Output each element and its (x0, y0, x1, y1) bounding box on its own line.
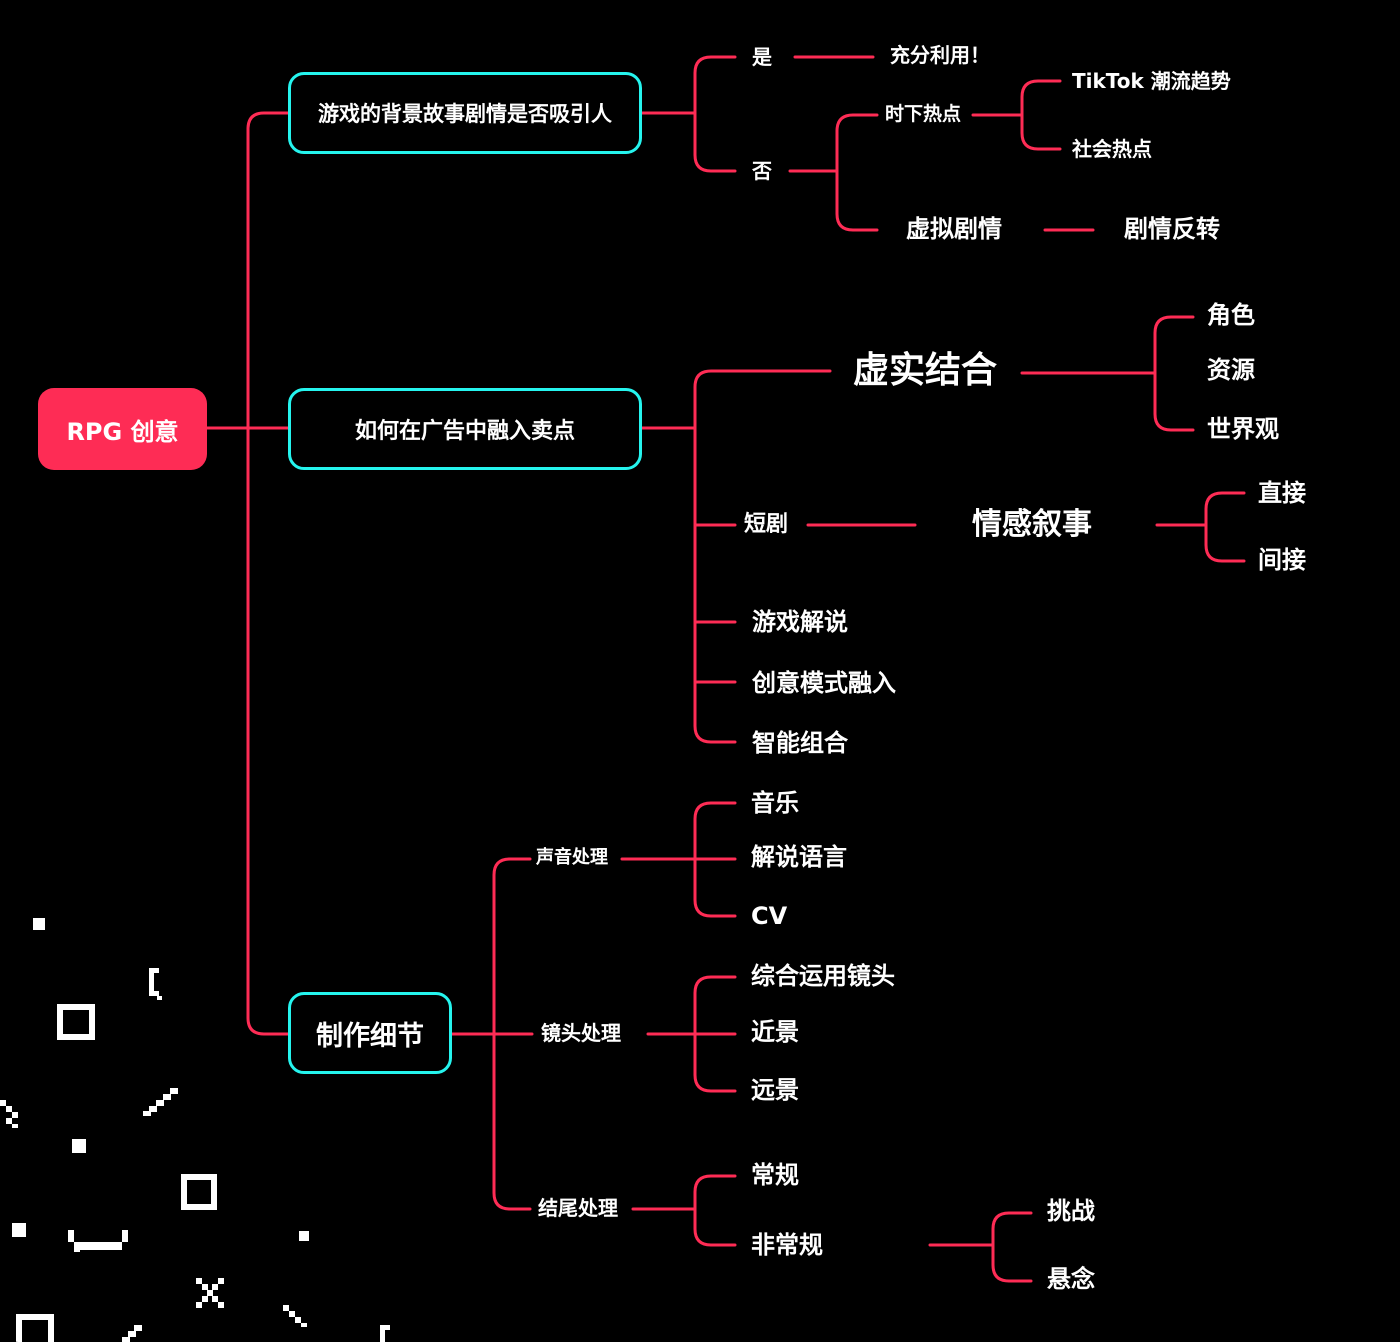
node-close-shot[interactable]: 近景 (751, 1018, 799, 1046)
node-yes[interactable]: 是 (752, 45, 772, 69)
root-node[interactable]: RPG 创意 (38, 388, 207, 470)
node-current-hotspots[interactable]: 时下热点 (885, 103, 962, 125)
node-short-drama[interactable]: 短剧 (744, 512, 789, 537)
node-emotional-narrative[interactable]: 情感叙事 (972, 507, 1092, 542)
node-resources[interactable]: 资源 (1207, 356, 1255, 384)
node-suspense[interactable]: 悬念 (1047, 1265, 1095, 1293)
connector-b1-fork (693, 55, 737, 173)
node-virtual-plot[interactable]: 虚拟剧情 (906, 215, 1002, 243)
branch-selling-point-node[interactable]: 如何在广告中融入卖点 (288, 388, 642, 470)
branch-story-node[interactable]: 游戏的背景故事剧情是否吸引人 (288, 72, 642, 154)
node-worldview[interactable]: 世界观 (1207, 415, 1279, 443)
node-music[interactable]: 音乐 (751, 789, 799, 817)
node-narration[interactable]: 解说语言 (751, 843, 847, 871)
connector-ending-fork (693, 1174, 737, 1247)
node-unconventional[interactable]: 非常规 (751, 1231, 823, 1259)
connector-b2-fork (693, 369, 737, 744)
connector-trunk (246, 111, 290, 1036)
node-camera[interactable]: 镜头处理 (541, 1021, 621, 1045)
node-make-full-use[interactable]: 充分利用！ (890, 43, 990, 67)
node-challenge[interactable]: 挑战 (1047, 1197, 1095, 1225)
connector-hot-fork (1020, 79, 1062, 151)
connector-unusual-fork (991, 1211, 1033, 1283)
node-cv[interactable]: CV (751, 902, 788, 930)
node-game-commentary[interactable]: 游戏解说 (752, 608, 848, 636)
node-plot-twist[interactable]: 剧情反转 (1124, 215, 1220, 243)
node-direct[interactable]: 直接 (1258, 479, 1306, 507)
node-sound[interactable]: 声音处理 (536, 847, 608, 868)
node-tiktok-trends[interactable]: TikTok 潮流趋势 (1072, 69, 1231, 93)
pixel-decoration-icon (0, 918, 390, 1342)
node-conventional[interactable]: 常规 (751, 1161, 799, 1189)
connector-blend-fork (1153, 315, 1195, 432)
branch-production-node[interactable]: 制作细节 (288, 992, 452, 1074)
node-indirect[interactable]: 间接 (1258, 546, 1306, 574)
node-virtual-real-blend[interactable]: 虚实结合 (853, 350, 998, 391)
connector-no-fork (835, 113, 879, 232)
node-ending[interactable]: 结尾处理 (538, 1196, 618, 1220)
node-long-shot[interactable]: 远景 (751, 1076, 799, 1104)
connector-emotion-fork (1204, 491, 1246, 563)
node-creative-mode[interactable]: 创意模式融入 (752, 669, 896, 697)
node-smart-combination[interactable]: 智能组合 (752, 729, 848, 757)
node-no[interactable]: 否 (752, 159, 772, 183)
node-mixed-shots[interactable]: 综合运用镜头 (751, 962, 895, 990)
node-social-hotspots[interactable]: 社会热点 (1072, 137, 1152, 161)
node-character[interactable]: 角色 (1207, 301, 1255, 329)
